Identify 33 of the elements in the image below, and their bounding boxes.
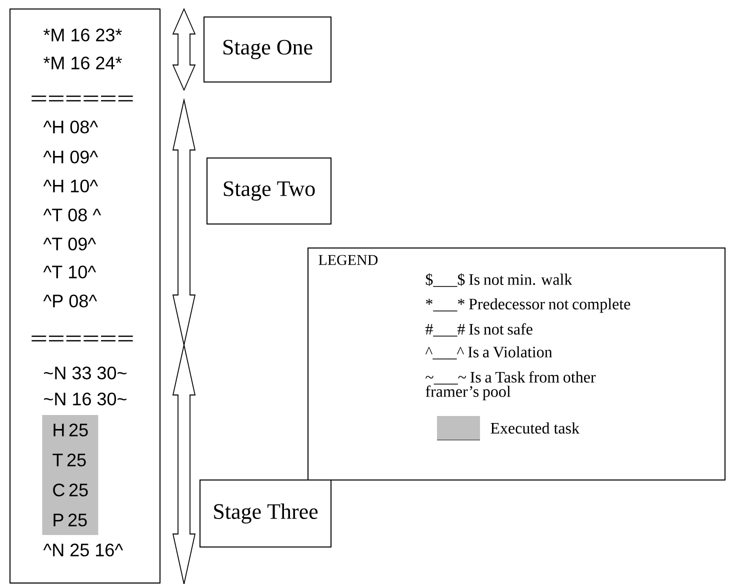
list-item: ^T 09^ (43, 238, 96, 250)
stage-box: Stage Three (200, 480, 332, 548)
legend-text: #___# Is not safe (426, 323, 532, 337)
list-item: ^H 09^ (43, 150, 98, 164)
stage-box: Stage Two (206, 158, 332, 224)
list-item: ^H 08^ (43, 120, 98, 134)
executed-task: P 25 (42, 505, 98, 535)
list-item: *M 16 24* (43, 56, 122, 70)
legend-text: Executed task (490, 422, 580, 434)
list-item: ^P 08^ (43, 294, 97, 308)
node-label: P 25 (54, 514, 87, 526)
node-label: T 25 (52, 454, 86, 466)
list-item: ~N 33 30~ (44, 366, 126, 380)
node-label: H 25 (54, 424, 88, 436)
list-item: ^T 08 ^ (43, 208, 101, 222)
list-item: ^T 10^ (43, 266, 96, 278)
legend-text: $___$ Is not min. walk (426, 273, 572, 287)
stage-box: Stage One (204, 16, 332, 82)
list-item: ^H 10^ (43, 180, 98, 192)
legend-title: LEGEND (318, 254, 378, 266)
legend-text: ~___~ Is a Task from other framer’s pool (426, 371, 596, 400)
legend-text: ^___^ Is a Violation (425, 346, 552, 360)
executed-task: C 25 (42, 475, 98, 505)
list-item: *M 16 23* (43, 28, 122, 42)
executed-task: H 25 (42, 415, 98, 445)
executed-task: T 25 (42, 445, 98, 475)
legend-box (308, 248, 726, 480)
legend-text: *___* Predecessor not complete (426, 298, 630, 313)
separator: ====== (32, 96, 133, 102)
list-item: ~N 16 30~ (44, 392, 126, 406)
list-item: ^N 25 16^ (43, 544, 124, 556)
separator: ====== (32, 336, 133, 342)
node-label: C 25 (53, 484, 88, 496)
